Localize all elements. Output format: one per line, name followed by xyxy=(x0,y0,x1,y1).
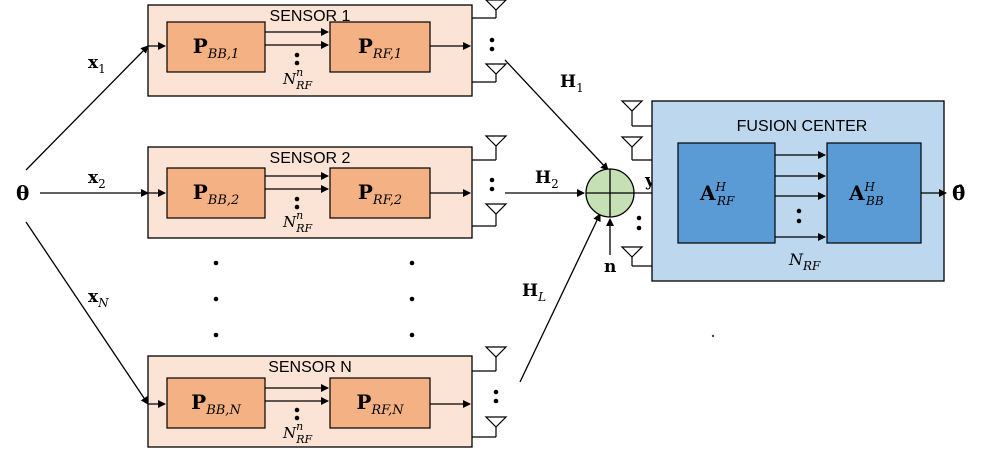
sensor-1-bb-label: PBB,1 xyxy=(193,34,240,62)
sensor-ellipsis xyxy=(213,260,415,338)
adder-node xyxy=(585,168,635,218)
noise-label: n xyxy=(604,257,616,277)
sensor-n-rf-block xyxy=(329,377,431,429)
input-arrow-n xyxy=(25,221,149,405)
sensor-n-rf-label: PRF,N xyxy=(356,390,404,418)
channel-arrow-l xyxy=(519,213,601,383)
sensor-2-rf-label: PRF,2 xyxy=(358,180,402,208)
theta-hat-output-label: θ̂ xyxy=(952,181,965,205)
sensor-n-title: SENSOR N xyxy=(268,359,352,376)
channel-label-hl: HL xyxy=(522,281,546,304)
sensor-1-title: SENSOR 1 xyxy=(270,8,351,25)
sensor-2-bb-block xyxy=(166,167,266,219)
theta-input-label: θ xyxy=(16,181,29,205)
stray-dot xyxy=(711,334,715,338)
sensor-n-bb-block xyxy=(166,377,266,429)
input-arrow-1 xyxy=(25,45,149,171)
sensor-1-rf-block xyxy=(329,21,431,73)
sensor-1-bb-block xyxy=(166,21,266,73)
sensor-n-antennas xyxy=(472,346,508,438)
sensor-n-bb-label: PBB,N xyxy=(191,390,241,418)
channel-label-h2: H2 xyxy=(535,168,559,191)
fusion-antennas xyxy=(620,100,652,267)
sensor-1-rf-label: PRF,1 xyxy=(358,34,402,62)
fusion-center-title: FUSION CENTER xyxy=(737,118,868,135)
sensor-2-bb-label: PBB,2 xyxy=(193,180,240,208)
input-label-xn: xN xyxy=(88,287,109,310)
input-label-x2: x2 xyxy=(88,168,106,191)
sensor-2-title: SENSOR 2 xyxy=(270,150,351,167)
fusion-nrf-label: NRF xyxy=(788,250,821,273)
input-label-x1: x1 xyxy=(88,53,106,76)
channel-label-h1: H1 xyxy=(560,72,584,95)
sensor-1-antennas xyxy=(472,0,508,83)
arf-block xyxy=(677,142,776,244)
channel-arrow-1 xyxy=(504,59,609,171)
sensor-2-antennas xyxy=(472,135,508,227)
